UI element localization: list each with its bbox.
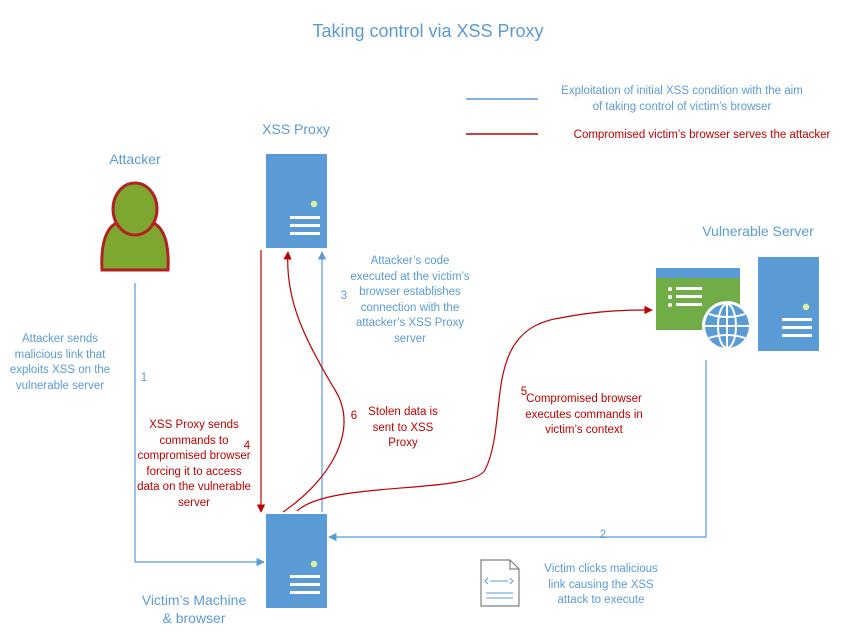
arrow-step-1 [134, 283, 265, 567]
arrow-step-6 [282, 251, 345, 513]
step-5-description: Compromised browser executes commands in… [525, 393, 643, 436]
step-3-description: Attacker’s code executed at the victim’s… [350, 255, 470, 345]
step-6-number: 6 [350, 410, 358, 422]
arrow-step-5 [296, 305, 653, 512]
step-6-description: Stolen data is sent to XSS Proxy [368, 406, 438, 449]
step-2-number: 2 [599, 529, 607, 541]
step-1-number: 1 [140, 372, 148, 384]
legend-text-blue: Exploitation of initial XSS condition wi… [561, 85, 803, 113]
attacker-person-icon [100, 181, 170, 272]
globe-icon [702, 301, 752, 351]
vulnerable-server-label: Vulnerable Server [702, 223, 814, 239]
malicious-link-document-icon [480, 559, 520, 607]
victim-machine-server-icon [266, 514, 327, 608]
step-5-number: 5 [520, 386, 528, 398]
xss-proxy-label: XSS Proxy [262, 121, 330, 137]
attacker-label: Attacker [109, 151, 161, 167]
legend-text-red: Compromised victim’s browser serves the … [573, 129, 831, 141]
diagram-title: Taking control via XSS Proxy [312, 21, 544, 41]
arrow-step-2 [328, 360, 707, 542]
victim-browser-label: & browser [162, 610, 226, 626]
step-4-number: 4 [243, 440, 251, 452]
victim-machine-label: Victim’s Machine [141, 592, 247, 608]
step-4-description: XSS Proxy sends commands to compromised … [137, 419, 251, 509]
vulnerable-server-icon [758, 257, 819, 351]
step-2-description: Victim clicks malicious link causing the… [544, 563, 658, 606]
xss-proxy-server-icon [266, 154, 327, 248]
step-3-number: 3 [340, 290, 348, 302]
step-1-description: Attacker sends malicious link that explo… [9, 333, 111, 392]
